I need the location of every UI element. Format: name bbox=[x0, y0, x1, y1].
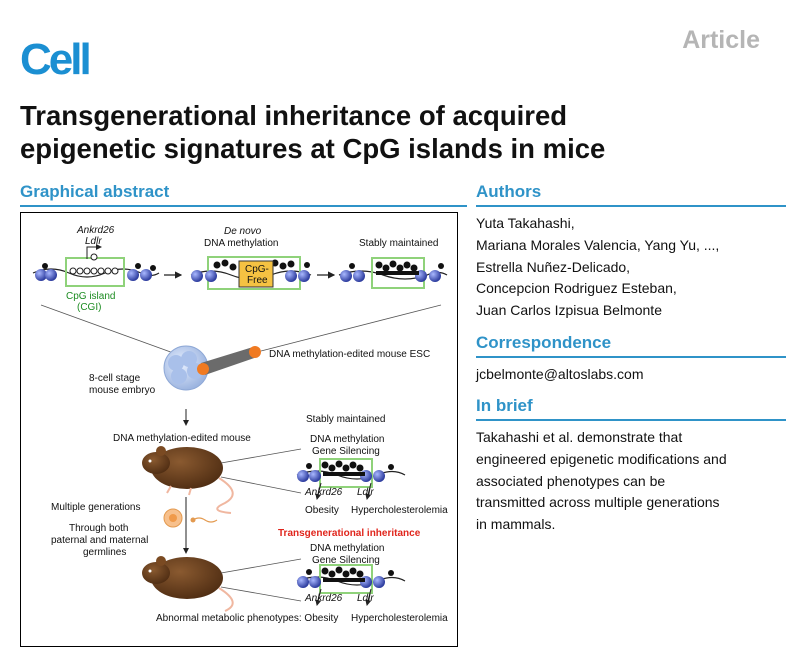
stably-maintained-mid-label: Stably maintained bbox=[306, 414, 386, 425]
ldlr-mid-label: Ldlr bbox=[357, 487, 374, 498]
correspondence-rule bbox=[476, 356, 786, 358]
cell-logo: Cell bbox=[20, 35, 92, 84]
title-line-1: Transgenerational inheritance of acquire… bbox=[20, 100, 568, 131]
mouse-edited bbox=[142, 446, 234, 514]
embryo-label-line1: 8-cell stage bbox=[89, 373, 141, 384]
graphical-abstract-svg: Ankrd26 Ldlr CpG island (CGI) De novo DN… bbox=[32, 225, 448, 624]
in-brief-line: transmitted across multiple generations bbox=[476, 494, 720, 511]
graphical-abstract-figure: Ankrd26 Ldlr CpG island (CGI) De novo DN… bbox=[20, 212, 458, 647]
authors-heading: Authors bbox=[476, 182, 542, 201]
correspondence-heading: Correspondence bbox=[476, 333, 612, 352]
de-novo-label: De novo bbox=[224, 226, 262, 237]
germlines-label-line1: Through both bbox=[69, 523, 129, 534]
author-line: Concepcion Rodriguez Esteban, bbox=[476, 280, 677, 297]
in-brief-line: Takahashi et al. demonstrate that bbox=[476, 429, 683, 445]
article-title: Transgenerational inheritance of acquire… bbox=[20, 99, 780, 165]
in-brief-section: In brief Takahashi et al. demonstrate th… bbox=[476, 397, 786, 536]
correspondence-section: Correspondence jcbelmonte@altoslabs.com bbox=[476, 334, 786, 386]
gene-silencing-bottom-label: Gene Silencing bbox=[312, 555, 380, 566]
germlines-label-line2: paternal and maternal bbox=[51, 535, 148, 546]
authors-section: Authors Yuta Takahashi, Mariana Morales … bbox=[476, 183, 786, 322]
embryo-injection: DNA methylation-edited mouse ESC 8-cell … bbox=[89, 345, 430, 396]
cgi-abbrev-label: (CGI) bbox=[77, 302, 101, 313]
abnormal-phenotypes-label: Abnormal metabolic phenotypes: Obesity bbox=[156, 613, 338, 624]
author-line: Estrella Nuñez-Delicado, bbox=[476, 258, 631, 275]
in-brief-rule bbox=[476, 419, 786, 421]
de-novo-methylation-panel: De novo DNA methylation CpG- Free bbox=[190, 226, 312, 290]
germlines-label-line3: germlines bbox=[83, 547, 126, 558]
transgenerational-label: Transgenerational inheritance bbox=[278, 528, 421, 539]
in-brief-line: engineered epigenetic modifications and bbox=[476, 450, 727, 467]
dna-methylation-top-label: DNA methylation bbox=[204, 238, 278, 249]
germ-cells bbox=[163, 508, 218, 528]
hypercholesterolemia-mid-label: Hypercholesterolemia bbox=[351, 505, 448, 516]
author-line: Juan Carlos Izpisua Belmonte bbox=[476, 302, 662, 319]
title-line-2: epigenetic signatures at CpG islands in … bbox=[20, 133, 606, 164]
cgi-unmethylated-panel: Ankrd26 Ldlr CpG island (CGI) bbox=[32, 225, 160, 313]
methylated-locus-bottom: Ankrd26 Ldlr bbox=[296, 564, 406, 606]
multiple-generations-label: Multiple generations bbox=[51, 502, 141, 513]
authors-rule bbox=[476, 205, 786, 207]
correspondence-email[interactable]: jcbelmonte@altoslabs.com bbox=[476, 366, 644, 382]
embryo-label-line2: mouse embryo bbox=[89, 385, 156, 396]
author-line: Mariana Morales Valencia, Yang Yu, ..., bbox=[476, 236, 720, 253]
hypercholesterolemia-bottom-label: Hypercholesterolemia bbox=[351, 613, 448, 624]
methylated-locus-mid: Ankrd26 Ldlr Obesity Hypercholesterolemi… bbox=[296, 458, 448, 516]
graphical-abstract-rule bbox=[20, 205, 467, 207]
gene-label-ankrd26-top: Ankrd26 bbox=[76, 225, 115, 236]
stably-maintained-top-panel: Stably maintained bbox=[338, 238, 448, 289]
dna-methylation-bottom-label: DNA methylation bbox=[310, 543, 384, 554]
gene-silencing-mid-label: Gene Silencing bbox=[312, 446, 380, 457]
dna-methylation-mid-label: DNA methylation bbox=[310, 434, 384, 445]
mouse-offspring bbox=[142, 556, 234, 612]
in-brief-line: associated phenotypes can be bbox=[476, 472, 666, 489]
gene-label-ldlr-top: Ldlr bbox=[85, 236, 102, 247]
edited-mouse-label: DNA methylation-edited mouse bbox=[113, 433, 251, 444]
in-brief-line: in mammals. bbox=[476, 516, 556, 533]
ldlr-bottom-label: Ldlr bbox=[357, 593, 374, 604]
cpg-free-label-line1: CpG- bbox=[245, 264, 269, 275]
cpg-free-label-line2: Free bbox=[247, 275, 268, 286]
in-brief-heading: In brief bbox=[476, 396, 533, 415]
author-line: Yuta Takahashi, bbox=[476, 215, 575, 231]
stably-maintained-top-label: Stably maintained bbox=[359, 238, 439, 249]
ankrd26-mid-label: Ankrd26 bbox=[304, 487, 343, 498]
graphical-abstract-heading: Graphical abstract bbox=[20, 182, 170, 201]
article-type-label: Article bbox=[682, 26, 760, 54]
edited-esc-label: DNA methylation-edited mouse ESC bbox=[269, 349, 430, 360]
ankrd26-bottom-label: Ankrd26 bbox=[304, 593, 343, 604]
obesity-mid-label: Obesity bbox=[305, 505, 339, 516]
cpg-island-label: CpG island bbox=[66, 291, 115, 302]
